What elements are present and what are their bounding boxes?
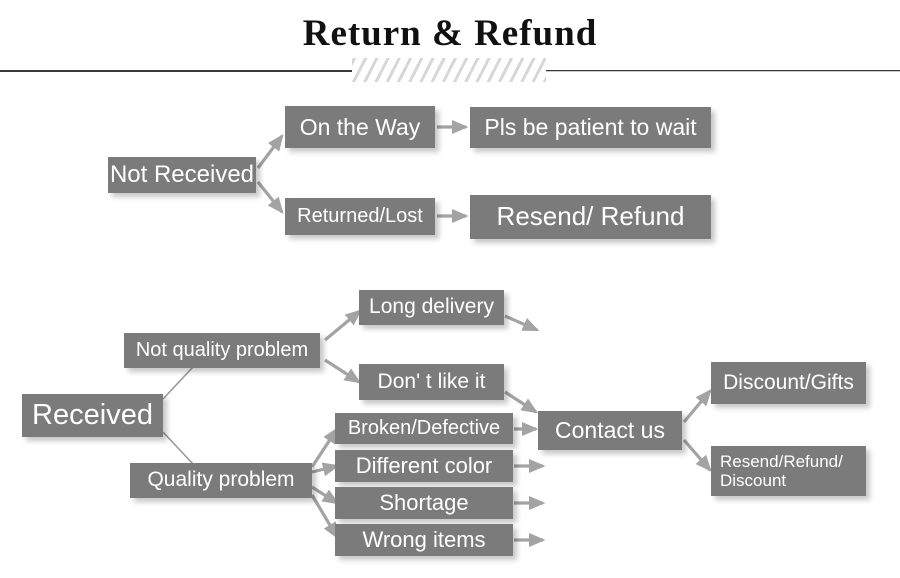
node-resend-refund-discount-label: Resend/Refund/ Discount	[720, 452, 843, 490]
node-resend-refund-label: Resend/ Refund	[496, 201, 685, 232]
divider-rule-right-faint	[546, 71, 900, 72]
node-not-quality-problem-label: Not quality problem	[135, 339, 309, 361]
arrow-long-delivery-to-contact-us	[504, 314, 540, 332]
arrow-not-quality-to-dont-like-it	[324, 358, 362, 384]
node-different-color-label: Different color	[355, 453, 493, 479]
node-quality-problem[interactable]: Quality problem	[130, 463, 312, 498]
arrow-contact-us-to-resend-refund-discount	[682, 438, 712, 472]
node-returned-lost-label: Returned/Lost	[297, 205, 423, 227]
node-contact-us[interactable]: Contact us	[538, 411, 682, 450]
arrow-quality-to-different-color	[311, 462, 340, 477]
arrow-dont-like-it-to-contact-us	[504, 390, 539, 414]
node-resend-refund-discount[interactable]: Resend/Refund/ Discount	[711, 446, 866, 496]
node-resend-refund-discount-line-1: Resend/Refund/	[720, 451, 843, 471]
node-broken-defective-label: Broken/Defective	[347, 417, 501, 439]
arrow-not-quality-to-long-delivery	[323, 309, 362, 342]
arrow-quality-to-shortage	[311, 485, 340, 505]
node-resend-refund-discount-line-2: Discount	[720, 471, 787, 490]
node-different-color[interactable]: Different color	[335, 450, 513, 482]
node-on-the-way[interactable]: On the Way	[285, 106, 435, 148]
node-discount-gifts-label: Discount/Gifts	[723, 370, 854, 394]
arrow-quality-to-broken-defective	[310, 426, 339, 468]
node-returned-lost[interactable]: Returned/Lost	[285, 198, 435, 235]
node-dont-like-it-label: Don' t like it	[377, 369, 486, 393]
node-broken-defective[interactable]: Broken/Defective	[335, 413, 513, 444]
page-title: Return & Refund	[302, 13, 598, 54]
divider-rule-left	[0, 70, 352, 72]
node-dont-like-it[interactable]: Don' t like it	[359, 364, 504, 400]
node-contact-us-label: Contact us	[555, 417, 665, 444]
arrow-not-received-to-returned-lost	[256, 181, 284, 214]
node-shortage[interactable]: Shortage	[335, 487, 513, 519]
line-received-to-not-quality-problem	[162, 366, 194, 400]
node-quality-problem-label: Quality problem	[147, 468, 295, 492]
node-wrong-items[interactable]: Wrong items	[335, 524, 513, 556]
node-discount-gifts[interactable]: Discount/Gifts	[711, 362, 866, 404]
node-on-the-way-label: On the Way	[299, 113, 421, 140]
arrow-not-received-to-on-the-way	[256, 133, 284, 169]
arrow-contact-us-to-discount-gifts	[682, 389, 712, 424]
node-pls-be-patient-to-wait[interactable]: Pls be patient to wait	[470, 107, 711, 148]
node-received[interactable]: Received	[22, 394, 163, 437]
diagonal-hatch-divider-icon	[352, 58, 546, 82]
node-long-delivery-label: Long delivery	[369, 295, 494, 319]
node-not-received[interactable]: Not Received	[108, 157, 256, 193]
node-wrong-items-label: Wrong items	[362, 527, 486, 553]
node-shortage-label: Shortage	[379, 490, 469, 516]
node-received-label: Received	[32, 399, 153, 432]
node-pls-be-patient-to-wait-label: Pls be patient to wait	[484, 114, 697, 141]
node-long-delivery[interactable]: Long delivery	[359, 290, 504, 325]
node-not-received-label: Not Received	[109, 161, 255, 189]
line-received-to-quality-problem	[162, 431, 194, 465]
node-resend-refund[interactable]: Resend/ Refund	[470, 195, 711, 239]
arrow-quality-to-wrong-items	[310, 494, 339, 540]
node-not-quality-problem[interactable]: Not quality problem	[124, 333, 320, 368]
